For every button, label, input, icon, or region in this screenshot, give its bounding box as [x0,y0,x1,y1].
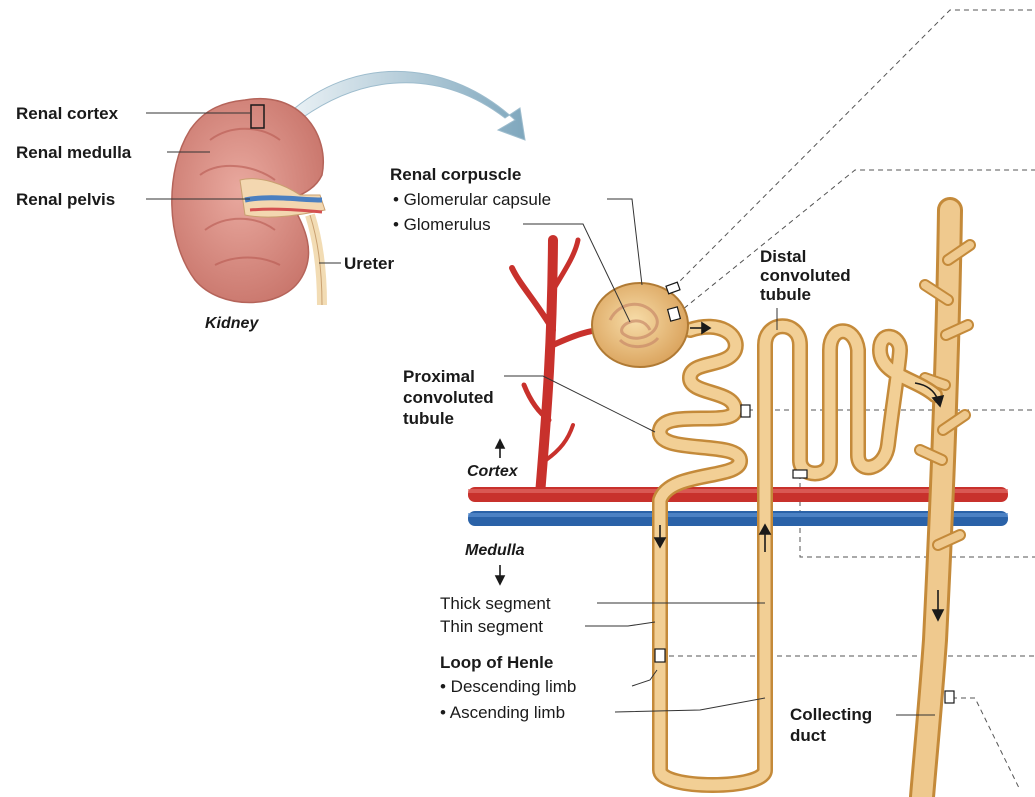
label-proximal-line3: tubule [403,409,454,428]
label-ascending-limb: • Ascending limb [440,703,565,722]
label-proximal-line2: convoluted [403,388,494,407]
label-renal-pelvis: Renal pelvis [16,190,115,209]
label-ureter: Ureter [344,254,394,273]
label-descending-limb: • Descending limb [440,677,576,696]
label-thick-segment: Thick segment [440,594,551,613]
label-collecting-line2: duct [790,726,826,745]
label-thin-segment: Thin segment [440,617,543,636]
label-distal-line2: convoluted [760,266,851,285]
renal-corpuscle [592,282,688,367]
label-distal-line1: Distal [760,247,806,266]
label-glomerulus: • Glomerulus [393,215,491,234]
label-renal-cortex: Renal cortex [16,104,119,123]
label-loop-of-henle: Loop of Henle [440,653,553,672]
label-kidney: Kidney [205,315,259,332]
label-glomerular-capsule: • Glomerular capsule [393,190,551,209]
collecting-duct [920,210,970,797]
vessels-horizontal [468,487,1008,526]
label-collecting-line1: Collecting [790,705,872,724]
label-distal-line3: tubule [760,285,811,304]
kidney-illustration [172,99,325,305]
label-renal-corpuscle: Renal corpuscle [390,165,521,184]
label-renal-medulla: Renal medulla [16,143,132,162]
label-cortex: Cortex [467,463,519,480]
label-medulla: Medulla [465,542,525,559]
zoom-arrow [295,71,525,140]
label-proximal-line1: Proximal [403,367,475,386]
arteriole-tree [512,240,602,495]
